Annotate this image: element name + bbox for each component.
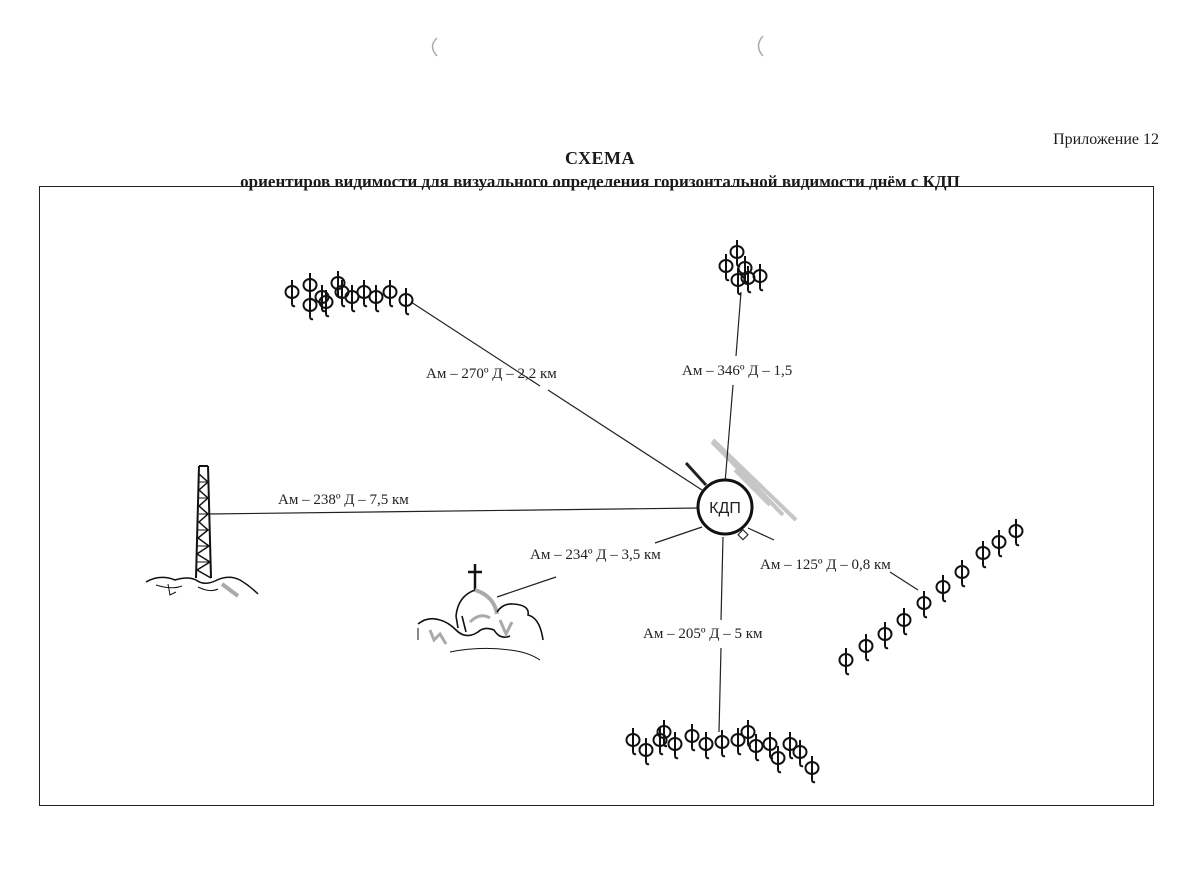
tree-group-icon [284, 271, 414, 321]
scan-mark [431, 37, 438, 57]
tree-icon [398, 288, 414, 316]
tree-icon [667, 732, 683, 760]
tree-icon [638, 738, 654, 766]
direction-tick [684, 461, 708, 487]
tree-icon [718, 254, 734, 282]
line-238 [207, 507, 701, 515]
line-234 [654, 526, 703, 544]
tree-icon [792, 740, 808, 768]
tree-icon [714, 730, 730, 758]
tree-icon [625, 728, 641, 756]
tree-icon [302, 293, 318, 321]
line-125 [747, 527, 775, 541]
line-205 [720, 536, 724, 621]
tree-icon [858, 634, 874, 662]
scan-mark [757, 35, 764, 57]
tree-icon [991, 530, 1007, 558]
label-125: Ам – 125º Д – 0,8 км [760, 557, 891, 573]
tree-icon [838, 648, 854, 676]
radio-tower-icon [145, 465, 259, 598]
line-346 [724, 384, 734, 484]
line-205 [718, 647, 722, 733]
label-205: Ам – 205º Д – 5 км [643, 626, 763, 642]
tree-icon [1008, 519, 1024, 547]
landmark-labels: Ам – 270º Д – 2,2 км Ам – 346º Д – 1,5 А… [278, 363, 891, 642]
tree-icon [935, 575, 951, 603]
tree-icon [877, 622, 893, 650]
tree-icon [770, 746, 786, 774]
diagram-frame [39, 186, 1154, 806]
tree-icon [356, 280, 372, 308]
tree-icon [782, 732, 798, 760]
label-270: Ам – 270º Д – 2,2 км [426, 366, 557, 382]
tree-icon [954, 560, 970, 588]
line-346 [735, 291, 742, 357]
tree-icon [284, 280, 300, 308]
tree-icon [752, 264, 768, 292]
tree-icon [975, 541, 991, 569]
tree-icon [382, 280, 398, 308]
tree-icon [684, 724, 700, 752]
line-270 [547, 389, 703, 491]
tree-icon [730, 728, 746, 756]
tree-icon [318, 290, 334, 318]
label-238: Ам – 238º Д – 7,5 км [278, 492, 409, 508]
page-title: СХЕМА [564, 148, 636, 168]
tree-icon [896, 608, 912, 636]
tree-icon [334, 280, 350, 308]
kdp-label: КДП [709, 500, 741, 517]
tree-icon [748, 734, 764, 762]
tree-group-icon [625, 720, 820, 784]
tree-icon [740, 266, 756, 294]
tree-icon [762, 732, 778, 760]
line-234 [496, 576, 557, 598]
tree-icon [730, 268, 746, 296]
label-234: Ам – 234º Д – 3,5 км [530, 547, 661, 563]
tree-icon [652, 728, 668, 756]
tree-icon [916, 591, 932, 619]
tree-icon [656, 720, 672, 748]
tree-icon [804, 756, 820, 784]
kdp-marker: КДП [696, 478, 754, 541]
appendix-label: Приложение 12 [1053, 131, 1159, 148]
line-125 [889, 571, 919, 591]
line-270 [410, 301, 541, 387]
tree-group-icon [718, 240, 768, 296]
tree-group-icon [838, 519, 1024, 676]
direction-lines [207, 291, 919, 733]
tree-icon [698, 732, 714, 760]
church-icon [417, 564, 544, 661]
label-346: Ам – 346º Д – 1,5 [682, 363, 792, 379]
tree-icon [368, 285, 384, 313]
